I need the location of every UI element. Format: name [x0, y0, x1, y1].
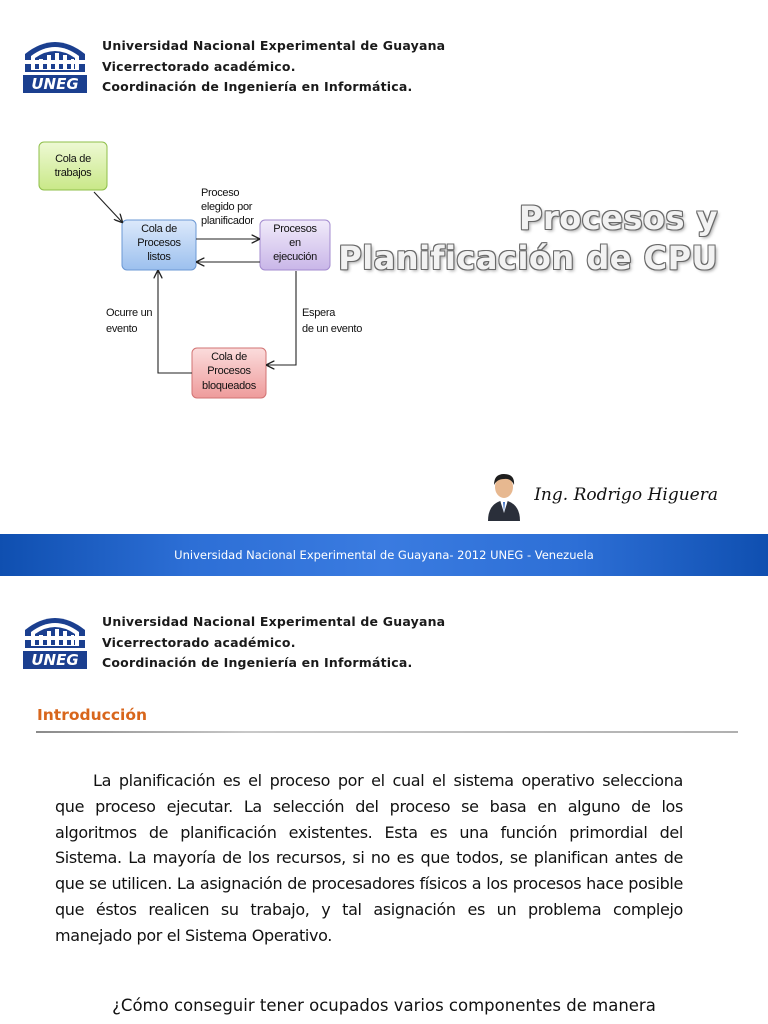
svg-text:trabajos: trabajos: [55, 167, 93, 179]
title-line-1: Procesos y: [519, 199, 718, 237]
svg-text:Procesos: Procesos: [207, 365, 251, 377]
svg-text:elegido por: elegido por: [201, 201, 253, 213]
svg-text:UNEG: UNEG: [31, 651, 78, 669]
section-heading: Introducción: [37, 706, 148, 724]
uneg-logo: UNEG: [22, 28, 88, 94]
arrow-running-to-blocked: [267, 271, 297, 365]
node-ready-queue: Cola de Procesos listos: [121, 219, 197, 271]
heading-divider: [36, 731, 738, 733]
question-text: ¿Cómo conseguir tener ocupados varios co…: [112, 996, 656, 1015]
author-block: Ing. Rodrigo Higuera: [484, 468, 718, 522]
label-dispatch: Proceso elegido por planificador: [201, 187, 255, 227]
svg-text:Procesos: Procesos: [137, 237, 181, 249]
arrow-blocked-to-ready: [158, 271, 192, 374]
node-job-queue: Cola de trabajos: [38, 141, 108, 191]
svg-text:bloqueados: bloqueados: [202, 380, 257, 392]
svg-text:en: en: [289, 237, 301, 249]
header-vicerrectorado: Vicerrectorado académico.: [102, 58, 296, 74]
footer-text: Universidad Nacional Experimental de Gua…: [174, 548, 594, 562]
node-blocked-queue: Cola de Procesos bloqueados: [191, 347, 267, 399]
svg-text:de un evento: de un evento: [302, 323, 362, 335]
label-wait-event: Espera de un evento: [302, 307, 362, 335]
process-state-diagram: Cola de trabajos Cola de Procesos listos…: [36, 136, 366, 404]
footer-band: Universidad Nacional Experimental de Gua…: [0, 534, 768, 576]
person-icon: [488, 474, 521, 521]
svg-text:Ocurre un: Ocurre un: [106, 307, 152, 319]
svg-text:Cola de: Cola de: [211, 351, 247, 363]
presentation-title: Procesos y Planificación de CPU: [338, 198, 718, 278]
title-line-2: Planificación de CPU: [338, 239, 718, 277]
intro-paragraph: La planificación es el proceso por el cu…: [55, 771, 683, 945]
svg-text:listos: listos: [147, 251, 171, 263]
svg-text:Cola de: Cola de: [55, 153, 91, 165]
author-name: Ing. Rodrigo Higuera: [534, 485, 718, 505]
svg-text:Proceso: Proceso: [201, 187, 239, 199]
label-event-occurs: Ocurre un evento: [106, 307, 153, 335]
svg-text:ejecución: ejecución: [273, 251, 317, 263]
introduction-slide: UNEG Universidad Nacional Experimental d…: [0, 576, 768, 1024]
arrow-jobs-to-ready: [93, 191, 122, 222]
header-text: Universidad Nacional Experimental de Gua…: [102, 36, 445, 98]
university-header: UNEG Universidad Nacional Experimental d…: [22, 604, 622, 674]
svg-text:UNEG: UNEG: [31, 75, 78, 93]
svg-text:Procesos: Procesos: [273, 223, 317, 235]
svg-text:Cola de: Cola de: [141, 223, 177, 235]
header-coordinacion: Coordinación de Ingeniería en Informátic…: [102, 79, 413, 94]
node-running: Procesos en ejecución: [259, 219, 331, 271]
header-university: Universidad Nacional Experimental de Gua…: [102, 614, 446, 629]
title-slide: UNEG Universidad Nacional Experimental d…: [0, 28, 768, 576]
header-university: Universidad Nacional Experimental de Gua…: [102, 38, 446, 53]
header-text: Universidad Nacional Experimental de Gua…: [102, 612, 445, 674]
svg-text:evento: evento: [106, 323, 137, 335]
header-coordinacion: Coordinación de Ingeniería en Informátic…: [102, 655, 413, 670]
uneg-logo: UNEG: [22, 604, 88, 670]
svg-text:planificador: planificador: [201, 215, 254, 227]
svg-text:Espera: Espera: [302, 307, 336, 319]
university-header: UNEG Universidad Nacional Experimental d…: [22, 28, 622, 98]
header-vicerrectorado: Vicerrectorado académico.: [102, 634, 296, 650]
